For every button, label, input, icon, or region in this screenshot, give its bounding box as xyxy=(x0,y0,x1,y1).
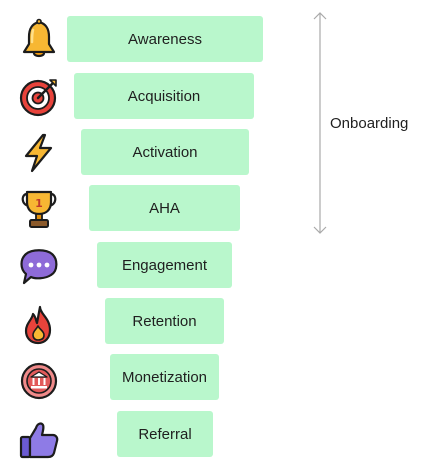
stage-label: Monetization xyxy=(121,368,208,386)
stage-label: Referral xyxy=(138,425,192,443)
target-icon xyxy=(18,76,60,118)
stage-label: Retention xyxy=(132,312,197,330)
stage-label: Awareness xyxy=(128,30,202,48)
thumbs-up-icon xyxy=(18,418,60,460)
stage-label: Acquisition xyxy=(127,87,201,105)
flame-icon xyxy=(18,304,60,346)
stage-bar-engagement: Engagement xyxy=(97,242,232,288)
stage-label: Engagement xyxy=(121,256,208,274)
stage-bar-retention: Retention xyxy=(105,298,224,344)
bank-icon xyxy=(18,360,60,402)
trophy-icon: 1 xyxy=(18,188,60,230)
chat-bubble-icon xyxy=(18,246,60,288)
stage-bar-monetization: Monetization xyxy=(110,354,219,400)
onboarding-label: Onboarding xyxy=(330,115,409,132)
stage-label: Activation xyxy=(132,143,198,161)
stage-bar-referral: Referral xyxy=(117,411,213,457)
stage-bar-aha: AHA xyxy=(89,185,240,231)
stage-label: AHA xyxy=(149,199,180,217)
lightning-icon xyxy=(18,132,60,174)
bell-icon xyxy=(18,18,60,60)
trophy-rank-label: 1 xyxy=(35,197,43,210)
stage-bar-activation: Activation xyxy=(81,129,249,175)
stage-bar-acquisition: Acquisition xyxy=(74,73,254,119)
onboarding-range-arrow xyxy=(313,12,327,234)
stage-bar-awareness: Awareness xyxy=(67,16,263,62)
